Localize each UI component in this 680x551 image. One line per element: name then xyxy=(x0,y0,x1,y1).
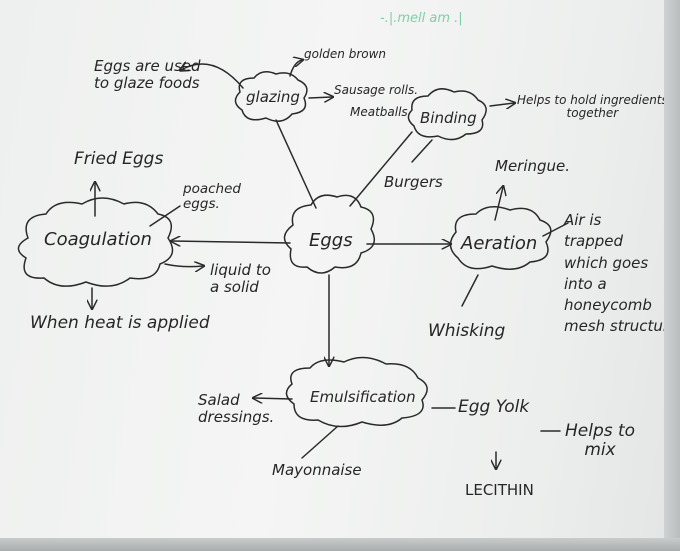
liquid-to-solid-note: liquid to a solid xyxy=(210,261,271,296)
aeration-node: Aeration xyxy=(461,233,538,254)
meringue-note: Meringue. xyxy=(495,157,571,175)
board-frame-bottom xyxy=(0,538,680,551)
sausage-rolls-note: Sausage rolls. xyxy=(334,83,419,97)
binding-cloud xyxy=(407,88,487,141)
mayonnaise-note: Mayonnaise xyxy=(272,461,362,479)
glazing-cloud xyxy=(234,71,308,122)
meatballs-note: Meatballs xyxy=(350,105,408,119)
golden-brown-note: golden brown xyxy=(304,47,387,61)
salad-dressings-note: Salad dressings. xyxy=(198,391,275,426)
emulsification-node: Emulsification xyxy=(310,388,416,406)
coagulation-cloud xyxy=(17,197,174,287)
glazing-node: glazing xyxy=(246,88,300,106)
air-trapped-note: Air is trapped which goes into a honeyco… xyxy=(564,211,679,336)
eggs-node: Eggs xyxy=(309,230,353,251)
coagulation-node: Coagulation xyxy=(44,229,152,250)
egg-yolk-note: Egg Yolk xyxy=(458,397,530,417)
binding-node: Binding xyxy=(420,109,477,127)
faint-top-note: -.|.mell am .| xyxy=(380,11,463,26)
whisking-note: Whisking xyxy=(428,321,506,341)
fried-eggs-note: Fried Eggs xyxy=(74,149,164,169)
lecithin-note: LECITHIN xyxy=(465,481,534,499)
aeration-cloud xyxy=(449,206,552,270)
burgers-note: Burgers xyxy=(384,173,443,191)
board-frame-right xyxy=(664,0,680,551)
helps-to-mix-note: Helps to mix xyxy=(565,421,636,460)
glaze-foods-note: Eggs are used to glaze foods xyxy=(94,57,201,92)
poached-eggs-note: poached eggs. xyxy=(183,181,241,212)
heat-applied-note: When heat is applied xyxy=(30,313,210,333)
helps-hold-note: Helps to hold ingredients together xyxy=(517,93,668,121)
